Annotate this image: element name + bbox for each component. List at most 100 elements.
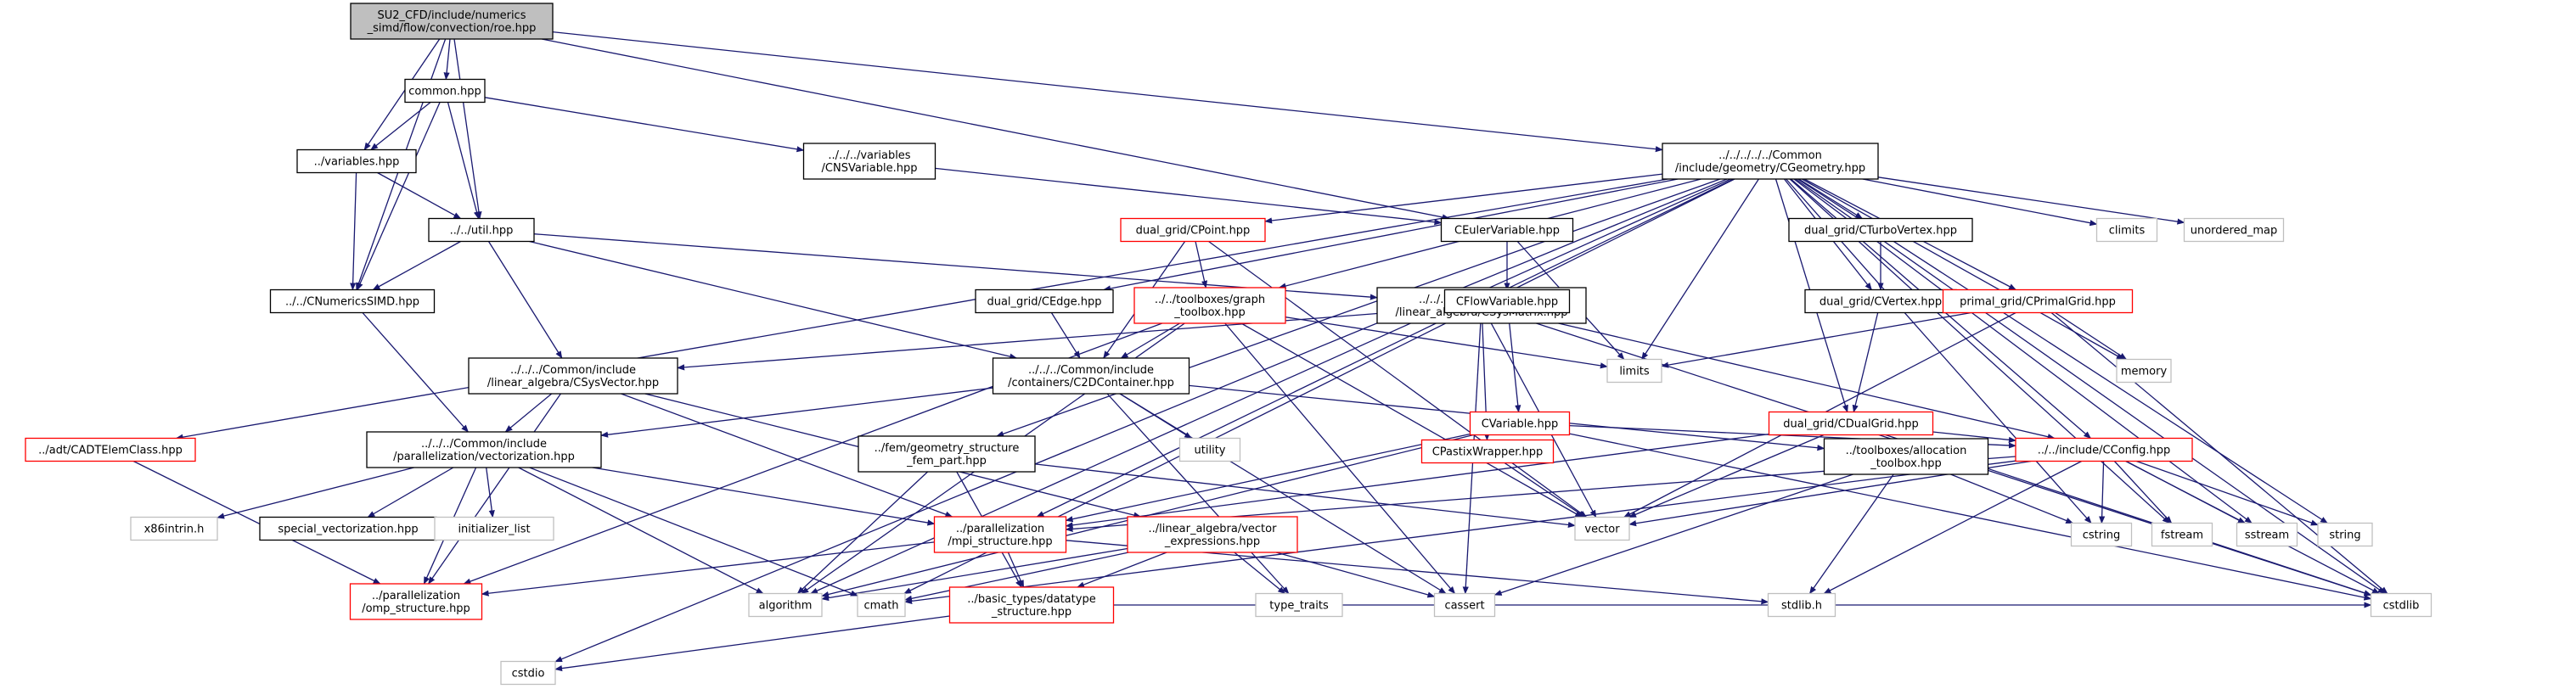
node-algorithm[interactable]: algorithm	[748, 592, 823, 618]
node-label-line: /mpi_structure.hpp	[948, 535, 1052, 548]
node-cvariable[interactable]: CVariable.hpp	[1469, 411, 1571, 436]
edge-util-to-csysvector	[487, 241, 563, 359]
node-label-line: CPastixWrapper.hpp	[1432, 446, 1544, 459]
node-cnsvar[interactable]: ../../../variables/CNSVariable.hpp	[802, 143, 936, 180]
node-specialvec[interactable]: special_vectorization.hpp	[259, 516, 437, 541]
node-cstring[interactable]: cstring	[2070, 522, 2133, 547]
node-box	[468, 357, 678, 395]
edge-graphtb-to-vector	[1240, 322, 1583, 518]
node-fem[interactable]: ../fem/geometry_structure_fem_part.hpp	[858, 435, 1036, 473]
node-utility[interactable]: utility	[1178, 437, 1241, 462]
node-box	[1469, 411, 1571, 436]
node-sstream[interactable]: sstream	[2236, 522, 2298, 547]
edge-alloc-to-stdlib	[1808, 473, 1894, 595]
node-cprimal[interactable]: primal_grid/CPrimalGrid.hpp	[1942, 288, 2134, 314]
node-label-line: sstream	[2245, 529, 2289, 542]
node-cturbovertex[interactable]: dual_grid/CTurboVertex.hpp	[1788, 217, 1973, 243]
node-common[interactable]: common.hpp	[404, 78, 486, 104]
node-x86[interactable]: x86intrin.h	[130, 516, 218, 541]
node-label-line: x86intrin.h	[144, 524, 205, 536]
edge-util-to-csysmatrix	[533, 233, 1378, 300]
node-label-line: CEulerVariable.hpp	[1454, 225, 1560, 238]
node-cedge[interactable]: dual_grid/CEdge.hpp	[975, 288, 1114, 314]
edge-cgeom-to-mpi	[1036, 178, 1734, 518]
node-cpoint[interactable]: dual_grid/CPoint.hpp	[1120, 217, 1266, 243]
node-cmath[interactable]: cmath	[857, 592, 906, 618]
node-graphtb[interactable]: ../../toolboxes/graph_toolbox.hpp	[1133, 287, 1286, 324]
node-cassert[interactable]: cassert	[1433, 592, 1496, 618]
edge-linalgvec-to-typetraits	[1234, 552, 1286, 595]
node-box	[992, 357, 1190, 395]
node-cvertex[interactable]: dual_grid/CVertex.hpp	[1804, 288, 1957, 314]
node-omp[interactable]: ../parallelization/omp_structure.hpp	[349, 583, 483, 620]
node-label-line: _fem_part.hpp	[906, 455, 987, 468]
node-mpi[interactable]: ../parallelization/mpi_structure.hpp	[933, 516, 1067, 553]
node-ceuler[interactable]: CEulerVariable.hpp	[1440, 217, 1574, 243]
node-cstdlib[interactable]: cstdlib	[2370, 592, 2433, 618]
node-label-line: cstring	[2083, 529, 2120, 542]
node-stdlib[interactable]: stdlib.h	[1767, 592, 1836, 618]
node-cpastix[interactable]: CPastixWrapper.hpp	[1420, 439, 1555, 464]
edge-cconfig-to-fstream	[2113, 461, 2173, 524]
node-cgeom[interactable]: ../../../../../Common/include/geometry/C…	[1662, 143, 1879, 180]
node-memory[interactable]: memory	[2116, 358, 2172, 384]
edge-cadt-to-omp	[132, 460, 381, 585]
node-box	[857, 592, 906, 618]
node-box	[1768, 411, 1934, 436]
node-label-line: CFlowVariable.hpp	[1456, 296, 1558, 309]
node-label-line: /CNSVariable.hpp	[822, 162, 918, 175]
edge-graphtb-to-limits	[1285, 316, 1608, 369]
edge-cedge-to-c2d	[1050, 312, 1081, 359]
node-string[interactable]: string	[2317, 522, 2373, 547]
node-limits[interactable]: limits	[1606, 358, 1662, 384]
node-datatype[interactable]: ../basic_types/datatype_structure.hpp	[948, 586, 1115, 624]
node-c2d[interactable]: ../../../Common/include/containers/C2DCo…	[992, 357, 1190, 395]
node-label-line: ../../../variables	[828, 149, 910, 162]
node-label-line: type_traits	[1269, 600, 1329, 613]
node-label-line: ../../../../../Common	[1718, 149, 1822, 162]
node-label-line: _simd/flow/convection/roe.hpp	[367, 22, 537, 35]
node-util[interactable]: ../../util.hpp	[428, 217, 535, 243]
node-box	[1433, 592, 1496, 618]
edge-layer	[132, 31, 2388, 672]
node-label-line: primal_grid/CPrimalGrid.hpp	[1960, 296, 2116, 309]
node-vector[interactable]: vector	[1574, 516, 1630, 541]
node-unordered[interactable]: unordered_map	[2183, 217, 2285, 243]
node-vectorization[interactable]: ../../../Common/include/parallelization/…	[366, 431, 602, 468]
node-box	[1133, 287, 1286, 324]
node-box	[858, 435, 1036, 473]
node-cconfig[interactable]: ../../include/CConfig.hpp	[2015, 437, 2193, 462]
node-alloc[interactable]: ../toolboxes/allocation_toolbox.hpp	[1823, 438, 1989, 475]
edge-vectorization-to-initlist	[486, 467, 495, 518]
node-box	[1127, 516, 1298, 553]
node-cadt[interactable]: ../adt/CADTElemClass.hpp	[25, 437, 196, 462]
node-cdualgrid[interactable]: dual_grid/CDualGrid.hpp	[1768, 411, 1934, 436]
node-variables[interactable]: ../variables.hpp	[296, 148, 417, 174]
node-climits[interactable]: climits	[2095, 217, 2158, 243]
node-csysvector[interactable]: ../../../Common/include/linear_algebra/C…	[468, 357, 678, 395]
edge-linalgvec-to-algorithm	[821, 547, 1128, 602]
node-cnumsimd[interactable]: ../../CNumericsSIMD.hpp	[269, 288, 436, 314]
node-box	[1788, 217, 1973, 243]
node-box	[1420, 439, 1555, 464]
node-label-line: dual_grid/CVertex.hpp	[1820, 296, 1942, 309]
node-label-line: _toolbox.hpp	[1173, 306, 1246, 319]
node-box	[2183, 217, 2285, 243]
node-label-line: initializer_list	[458, 524, 530, 536]
node-roe[interactable]: SU2_CFD/include/numerics_simd/flow/conve…	[350, 3, 554, 40]
edge-cgeom-to-cedge	[1103, 178, 1679, 292]
node-cstdio[interactable]: cstdio	[500, 660, 556, 686]
edge-mpi-to-omp	[481, 541, 935, 597]
node-initlist[interactable]: initializer_list	[434, 516, 554, 541]
node-typetraits[interactable]: type_traits	[1255, 592, 1343, 618]
node-box	[1767, 592, 1836, 618]
node-label-line: ../variables.hpp	[314, 156, 400, 169]
node-label-line: ../../util.hpp	[450, 225, 514, 238]
node-fstream[interactable]: fstream	[2151, 522, 2213, 547]
node-label-line: cmath	[863, 600, 898, 613]
edge-roe-to-common	[443, 38, 451, 81]
node-label-line: /linear_algebra/CSysVector.hpp	[487, 377, 659, 389]
node-linalgvec[interactable]: ../linear_algebra/vector_expressions.hpp	[1127, 516, 1298, 553]
node-cflow[interactable]: CFlowVariable.hpp	[1443, 288, 1571, 314]
node-box	[1440, 217, 1574, 243]
